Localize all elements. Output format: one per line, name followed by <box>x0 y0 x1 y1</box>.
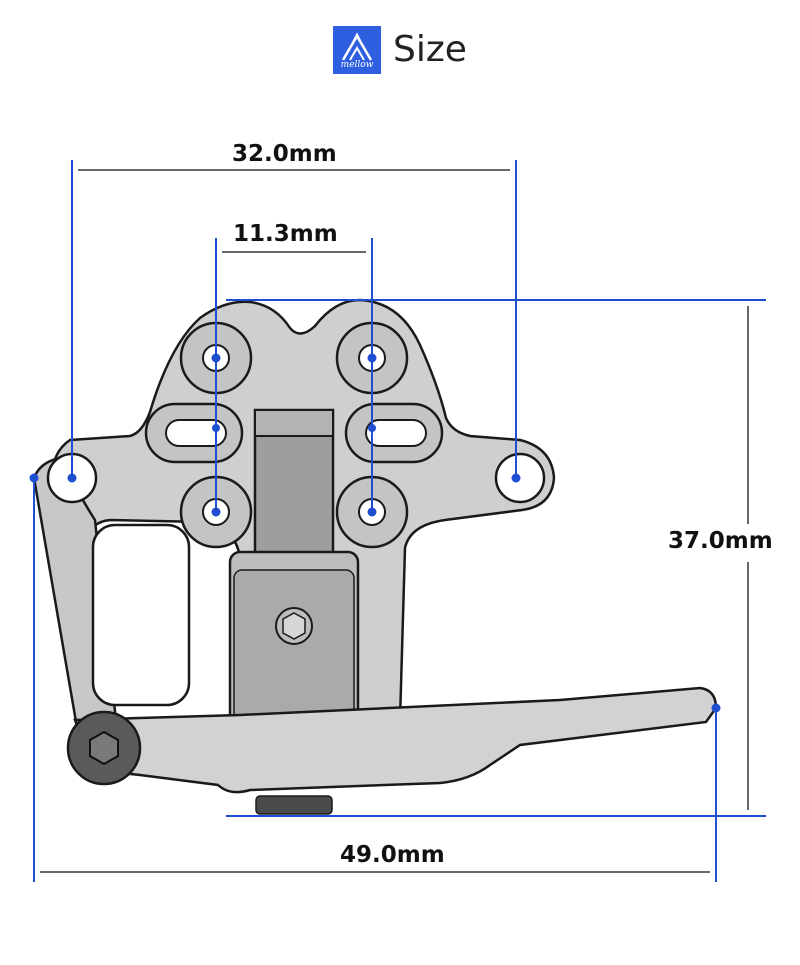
mountain-logo-icon <box>341 32 373 61</box>
mounting-features <box>46 321 546 549</box>
dimension-label-inner-holes: 11.3mm <box>233 221 338 247</box>
page-title: Size <box>393 29 467 70</box>
page-header: mellow Size <box>0 22 800 78</box>
dimension-label-width: 49.0mm <box>340 842 445 868</box>
lever-arm <box>73 686 718 815</box>
mellow-logo-icon: mellow <box>333 26 382 74</box>
pivot-bolt-icon <box>66 710 142 786</box>
dimension-label-height: 37.0mm <box>668 528 773 554</box>
dimension-label-outer-holes: 32.0mm <box>232 141 337 167</box>
logo-text: mellow <box>340 60 374 70</box>
dimension-lines <box>29 160 766 882</box>
slide-block <box>228 408 360 734</box>
hex-screw-icon <box>275 607 313 645</box>
